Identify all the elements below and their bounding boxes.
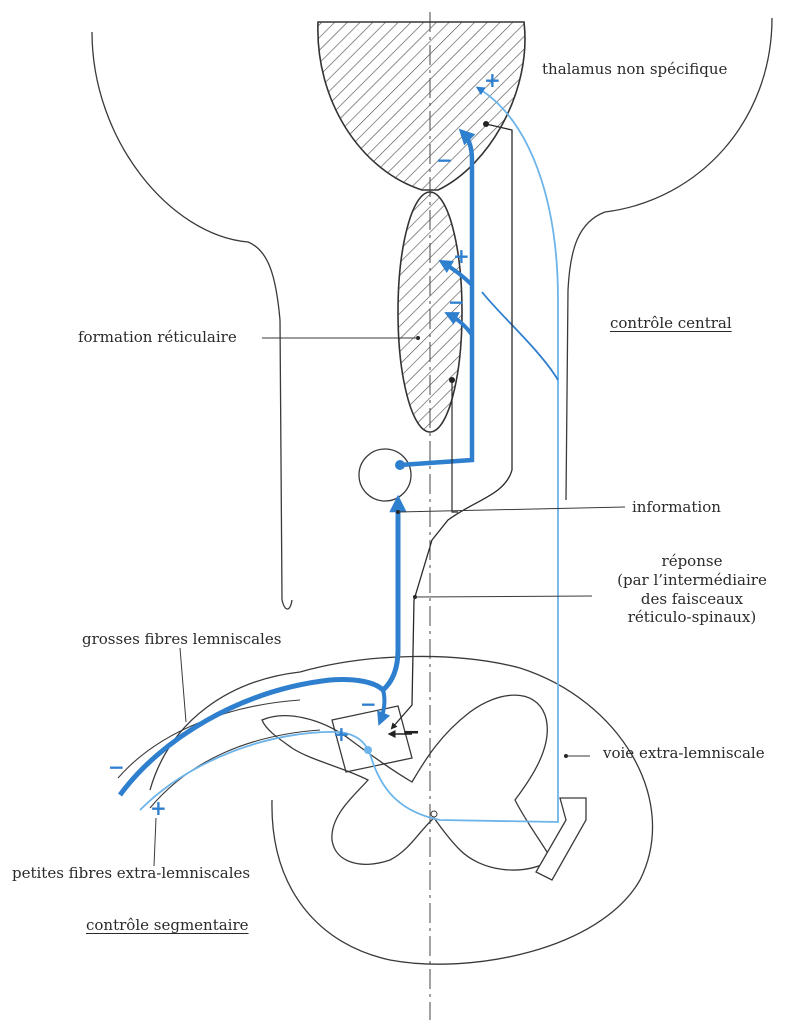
- descending-reticular-branch: [452, 380, 458, 512]
- sign-plus-reticular: +: [453, 246, 470, 266]
- label-reponse-line-3: des faisceaux: [592, 590, 792, 609]
- label-information: information: [632, 498, 721, 517]
- sign-minus-large-fibres: −: [108, 757, 125, 777]
- reticular-black-dot: [449, 377, 455, 383]
- label-controle-segmentaire: contrôle segmentaire: [86, 916, 249, 935]
- label-reponse-block: réponse (par l’intermédiaire des faiscea…: [592, 552, 792, 627]
- sign-minus-reticular: −: [448, 292, 465, 312]
- leader-petites-fibres: [154, 818, 156, 866]
- sign-minus-thalamus: −: [436, 150, 453, 170]
- label-petites-fibres: petites fibres extra-lemniscales: [12, 864, 250, 883]
- dorsal-horn-dot: [364, 746, 372, 754]
- thick-branch-to-dorsal-horn: [380, 690, 384, 722]
- sign-plus-dorsal-horn: +: [333, 724, 350, 744]
- leader-reponse: [415, 596, 592, 597]
- leader-grosses-fibres: [180, 648, 186, 722]
- brain-outline-right: [566, 18, 772, 500]
- label-reponse-line-1: réponse: [592, 552, 792, 571]
- ventral-root: [536, 798, 586, 880]
- label-grosses-fibres: grosses fibres lemniscales: [82, 630, 281, 649]
- leader-information: [398, 507, 625, 512]
- label-reponse-line-2: (par l’intermédiaire: [592, 571, 792, 590]
- label-controle-central: contrôle central: [610, 314, 732, 333]
- label-formation-reticulaire: formation réticulaire: [78, 328, 237, 347]
- sign-plus-small-fibres: +: [150, 798, 167, 818]
- relay-nucleus: [359, 449, 411, 501]
- sign-plus-thalamus: +: [484, 70, 501, 90]
- brain-outline-left: [92, 32, 292, 609]
- relay-synapse-dot: [395, 460, 405, 470]
- thalamus-shape: [318, 22, 525, 190]
- sign-minus-dorsal-horn: −: [360, 694, 377, 714]
- label-reponse-line-4: réticulo-spinaux): [592, 608, 792, 627]
- label-thalamus: thalamus non spécifique: [542, 60, 727, 79]
- thin-collateral-to-reticular: [482, 292, 558, 380]
- label-voie-extra-lemniscale: voie extra-lemniscale: [603, 744, 765, 763]
- thin-extra-lemniscal-fiber: [140, 88, 558, 822]
- sign-minus-descending: −: [402, 722, 420, 744]
- central-canal: [431, 811, 437, 817]
- thalamus-black-dot: [483, 121, 489, 127]
